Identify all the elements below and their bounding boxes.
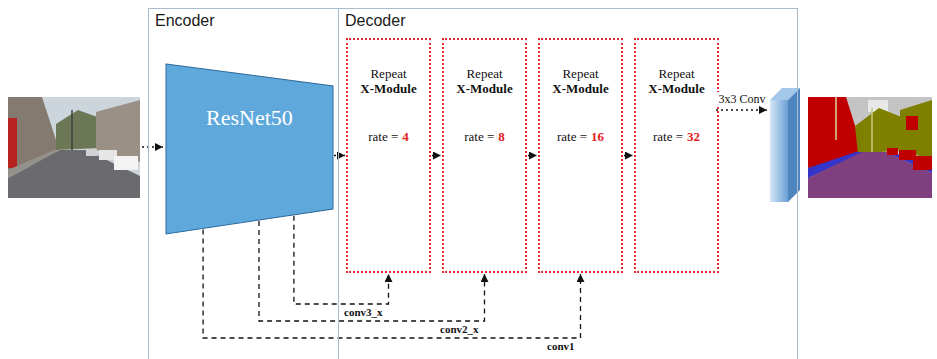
module-text: Repeat (540, 66, 621, 81)
module-text: Repeat (636, 66, 717, 81)
seg-road (808, 152, 932, 198)
rate-value: 8 (498, 129, 505, 144)
module-name: X-Module (540, 81, 621, 96)
seg-tree (855, 108, 904, 154)
section-panel: DecoderRepeatX-Modulerate =4RepeatX-Modu… (338, 8, 798, 359)
edge-label: conv3_x (343, 306, 384, 318)
lamp-post (71, 110, 73, 150)
output-arrow (716, 109, 767, 111)
seg-car (887, 148, 898, 155)
rate-value: 32 (687, 129, 700, 144)
seg-building (906, 116, 918, 130)
skip-connection (203, 229, 580, 338)
trapezoid-shape (166, 64, 333, 234)
sidewalk (8, 150, 60, 178)
trapezoid-outline (166, 64, 333, 234)
trees (56, 110, 100, 150)
segmentation-output (808, 97, 932, 198)
module-name: X-Module (636, 81, 717, 96)
flow-arrow (624, 155, 633, 156)
panel-heading: Encoder (155, 11, 215, 31)
conv-front (770, 100, 788, 202)
module-name: X-Module (348, 81, 429, 96)
flow-arrow (528, 155, 537, 156)
seg-pole (871, 108, 873, 152)
rate-text: rate = (368, 129, 398, 144)
conv-side (788, 88, 800, 202)
input-arrow (142, 146, 163, 148)
block-label: ResNet50 (206, 105, 293, 131)
seg-pole (835, 97, 837, 140)
annotation-label: 3x3 Conv (717, 92, 766, 106)
module-box: RepeatX-Module rate = 16 (538, 38, 623, 273)
seg-car (913, 156, 932, 170)
phone-box (8, 118, 17, 168)
rate-value: 4 (402, 129, 409, 144)
sky (8, 97, 140, 198)
street-photo (8, 97, 140, 198)
module-box: RepeatX-Module rate = 8 (442, 38, 527, 273)
flow-arrow (334, 155, 345, 156)
rate-text: rate = (653, 129, 683, 144)
encoder-block: ResNet50 (166, 64, 333, 234)
seg-sky (808, 97, 932, 198)
rate-text: rate = (464, 129, 494, 144)
rate-text: rate = (557, 129, 587, 144)
module-name: X-Module (444, 81, 525, 96)
module-text: Repeat (444, 66, 525, 81)
section-panel: EncoderResNet50 (148, 8, 339, 359)
building (96, 100, 140, 162)
edge-label: conv2_x (439, 323, 480, 335)
conv-block (770, 88, 800, 202)
seg-sidewalk (808, 152, 862, 178)
skip-connection (294, 216, 389, 304)
edge-label: conv1 (546, 340, 576, 352)
car (86, 149, 97, 156)
module-box: RepeatX-Module rate = 4 (346, 38, 431, 273)
rate-value: 16 (591, 129, 604, 144)
road (8, 150, 140, 198)
seg-tree (900, 100, 932, 160)
flow-arrow (432, 155, 441, 156)
module-box: RepeatX-Module rate = 32 (634, 38, 719, 273)
module-text: Repeat (348, 66, 429, 81)
panel-heading: Decoder (345, 11, 405, 31)
car (114, 156, 138, 170)
